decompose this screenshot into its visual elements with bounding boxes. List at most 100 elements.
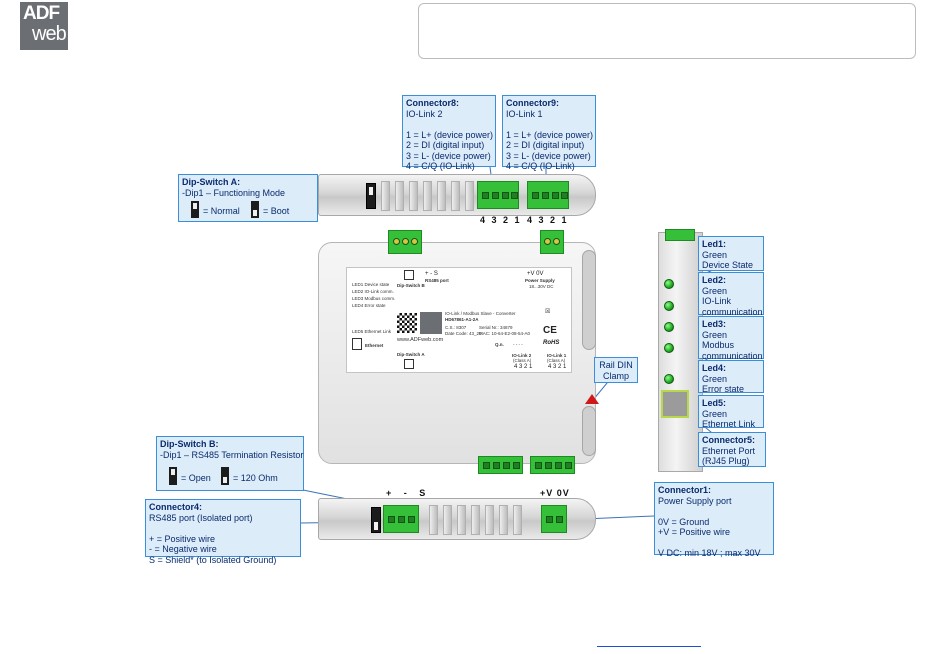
- adfweb-logo: ADF web: [20, 2, 68, 50]
- callout-connector5: Connector5: Ethernet Port (RJ45 Plug): [698, 432, 766, 467]
- callout-subtitle: RS485 port (Isolated port): [149, 512, 253, 523]
- led-line-1: LED1 Device state: [352, 282, 390, 287]
- callout-line: Green: [702, 285, 728, 296]
- qn-dashes: - - - -: [513, 342, 523, 347]
- callout-rail-din-clamp: Rail DIN Clamp: [594, 357, 638, 383]
- callout-line: Green: [702, 408, 728, 419]
- callout-line: communication: [702, 306, 763, 317]
- io-link2-plug: [388, 230, 422, 254]
- callout-connector1: Connector1: Power Supply port 0V = Groun…: [654, 482, 774, 558]
- callout-line: S = Shield* (to Isolated Ground): [149, 554, 277, 565]
- callout-subtitle: -Dip1 – RS485 Termination Resistor: [160, 449, 304, 460]
- callout-line: - = Negative wire: [149, 544, 217, 554]
- callout-line: Ethernet Port: [702, 445, 756, 456]
- led-line-4: LED4 Error state: [352, 303, 386, 308]
- cooling-fin: [423, 181, 432, 211]
- callout-line: Error state: [702, 384, 745, 394]
- cs-text: C.S.: 8307: [445, 325, 467, 330]
- cooling-fin: [499, 505, 508, 535]
- qr-code: [397, 313, 417, 333]
- callout-line: 0V = Ground: [658, 516, 710, 527]
- callout-line: + = Positive wire: [149, 533, 216, 544]
- mac-text: MAC: 10-64-E2-08-54-A0: [479, 331, 531, 336]
- dip-switch-b-text: Dip-Switch B: [397, 283, 425, 288]
- iolink1-class: (Class A): [547, 358, 566, 363]
- serial-text: Serial Nr.: 34879: [479, 325, 513, 330]
- led-line-3: LED3 Modbus comm.: [352, 296, 396, 301]
- rs485-port-text: RS485 port: [425, 278, 449, 283]
- callout-dip-switch-b: Dip-Switch B: -Dip1 – RS485 Termination …: [156, 436, 304, 491]
- callout-connector9: Connector9: IO-Link 1 1 = L+ (device pow…: [502, 95, 596, 171]
- iolink1-text: IO-Link 1: [547, 353, 567, 358]
- callout-line: Green: [702, 249, 728, 260]
- cooling-fin: [443, 505, 452, 535]
- callout-line: Green: [702, 329, 728, 340]
- footer-link[interactable]: [597, 646, 701, 647]
- dip-switch-b-graphic[interactable]: [371, 507, 381, 533]
- callout-line: 3 = L- (device power): [406, 150, 491, 161]
- dip-a-option-normal: = Normal: [203, 206, 240, 216]
- callout-line: 2 = DI (digital input): [506, 140, 585, 150]
- power-range-text: 18...30V DC: [529, 284, 554, 289]
- power-supply-text: Power Supply: [525, 278, 555, 283]
- callout-title: Led1:: [702, 239, 727, 249]
- connector4-block: [383, 505, 419, 533]
- rs485-marks: + - S: [425, 271, 438, 277]
- bottom-power-text: +V 0V: [540, 488, 570, 498]
- led3-indicator: [664, 322, 674, 332]
- logo-line2: web: [32, 23, 67, 45]
- rj45-port[interactable]: [661, 390, 689, 418]
- callout-line: 1 = L+ (device power): [506, 129, 594, 140]
- callout-subtitle: Power Supply port: [658, 495, 732, 506]
- cooling-fin: [451, 181, 460, 211]
- callout-title: Dip-Switch A:: [182, 177, 241, 187]
- callout-title: Connector5:: [702, 435, 756, 445]
- weee-bin-icon: ☒: [545, 309, 551, 315]
- callout-title: Dip-Switch B:: [160, 439, 219, 449]
- dip-b-option-120: = 120 Ohm: [233, 473, 278, 483]
- callout-subtitle: IO-Link 2: [406, 108, 443, 119]
- top-pins-left: 4 3 2 1: [480, 215, 522, 225]
- callout-line: 4 = C/Q (IO-Link): [506, 161, 575, 171]
- cooling-fin: [381, 181, 390, 211]
- led4-indicator: [664, 343, 674, 353]
- callout-line: 2 = DI (digital input): [406, 140, 485, 150]
- cooling-fin: [471, 505, 480, 535]
- callout-line: Modbus: [702, 340, 735, 350]
- model-text: HD67861-A1-2A: [445, 317, 479, 322]
- dip-normal-icon: [191, 201, 199, 218]
- ethernet-text: Ethernet: [365, 343, 384, 348]
- cooling-fin: [409, 181, 418, 211]
- callout-line: (RJ45 Plug): [702, 456, 750, 466]
- callout-title: Led5:: [702, 398, 727, 408]
- dip-a-option-boot: = Boot: [263, 206, 290, 216]
- connector1-block: [541, 505, 567, 533]
- adfweb-mini-logo: [420, 312, 442, 334]
- iolink2-class: (Class A): [513, 358, 532, 363]
- power-marks: +V 0V: [527, 271, 544, 277]
- cooling-fin: [513, 505, 522, 535]
- callout-title: Connector9:: [506, 98, 560, 108]
- callout-line: V DC: min 18V ; max 30V: [658, 548, 761, 558]
- bottom-rail-view: [318, 498, 596, 540]
- callout-line: communication: [702, 350, 763, 361]
- bottom-plug-left: [478, 456, 523, 474]
- callout-line: +V = Positive wire: [658, 527, 731, 537]
- callout-title: Led2:: [702, 275, 727, 285]
- dip-120ohm-icon: [221, 467, 229, 485]
- header-search-box[interactable]: [418, 3, 916, 59]
- led-line-2: LED2 IO-Link comm.: [352, 289, 394, 294]
- ce-mark: CE: [543, 325, 557, 336]
- device-side-view: [658, 229, 703, 472]
- callout-title: Connector1:: [658, 485, 712, 495]
- led-line-5: LED5 Ethernet Link: [352, 329, 392, 334]
- dip-switch-a-icon: [404, 359, 414, 369]
- cooling-fin: [457, 505, 466, 535]
- iolink1-pins: 4 3 2 1: [548, 364, 567, 370]
- connector9-block: [527, 181, 569, 209]
- dip-switch-a-graphic[interactable]: [366, 183, 376, 209]
- iolink2-pins: 4 3 2 1: [514, 364, 533, 370]
- url-text: www.ADFweb.com: [397, 337, 444, 343]
- callout-line: Device State: [702, 260, 754, 270]
- cooling-fin: [395, 181, 404, 211]
